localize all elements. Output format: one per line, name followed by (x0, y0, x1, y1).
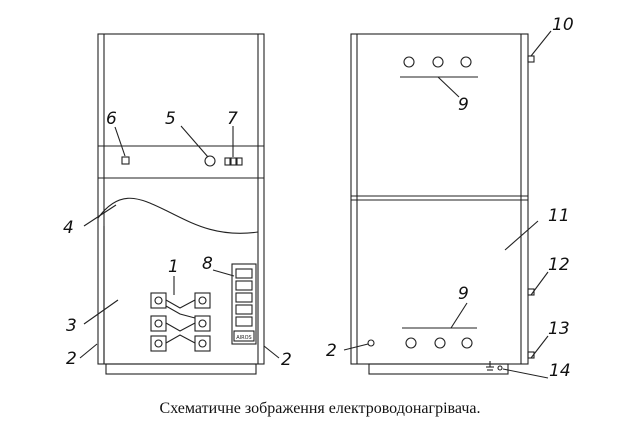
callout-1: 1 (168, 257, 179, 277)
top-pipes-9 (400, 56, 478, 98)
callout-12: 12 (548, 255, 570, 275)
callout-6: 6 (106, 109, 117, 129)
callout-11: 11 (548, 206, 570, 226)
fitting-10 (527, 55, 535, 63)
panel-badge: AIROS (236, 335, 251, 341)
indicator-light-6 (121, 156, 130, 165)
bolt-2 (367, 339, 375, 347)
callout-14: 14 (549, 361, 571, 381)
callout-3: 3 (66, 316, 77, 336)
heating-elements-1 (150, 292, 211, 352)
callout-2-right: 2 (326, 341, 337, 361)
callout-10: 10 (552, 15, 574, 35)
callout-9-top: 9 (458, 95, 469, 115)
bottom-pipes-9 (402, 302, 477, 349)
diagram-caption: Схематичне зображення електроводонагріва… (159, 400, 481, 417)
callout-13: 13 (548, 319, 570, 339)
callout-8: 8 (202, 254, 213, 274)
callout-7: 7 (227, 109, 238, 129)
door-wave (97, 197, 259, 234)
callout-2-left: 2 (66, 349, 77, 369)
terminal-block-8 (231, 263, 257, 345)
callout-9-bottom: 9 (458, 284, 469, 304)
ground-terminal-14 (486, 361, 503, 371)
callout-2-mid: 2 (281, 350, 292, 370)
left-cabinet (97, 33, 265, 375)
heater-schematic: AIROS 1 8 6 5 7 4 3 2 2 2 9 9 10 11 12 1… (63, 15, 574, 381)
knob-5 (204, 155, 216, 167)
callout-4: 4 (63, 218, 74, 238)
switch-block-7 (224, 157, 243, 166)
right-cabinet (350, 33, 529, 375)
callout-5: 5 (165, 109, 176, 129)
